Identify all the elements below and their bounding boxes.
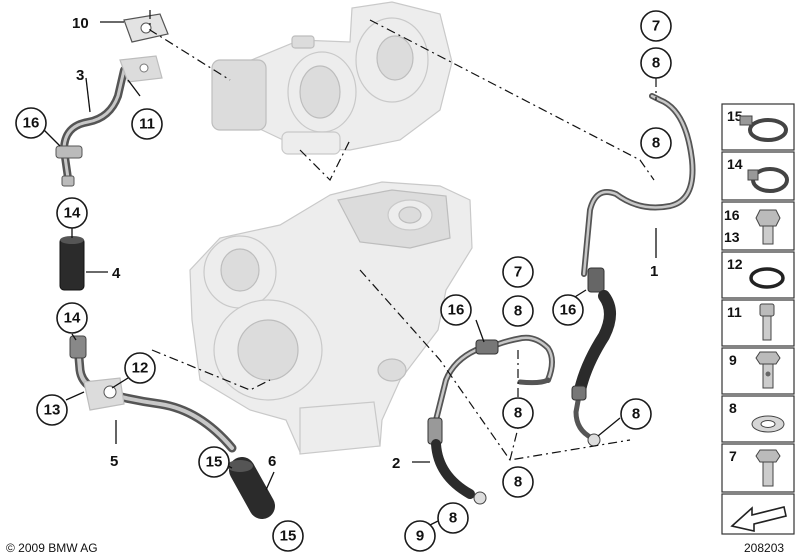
socket-screw-icon (759, 303, 775, 341)
callout-14-lower: 14 (56, 302, 88, 334)
callout-13: 13 (36, 394, 68, 426)
callout-7-top: 7 (640, 10, 672, 42)
diagram-id-text: 208203 (744, 541, 784, 555)
callout-16-right: 16 (552, 294, 584, 326)
hose-6 (227, 457, 275, 519)
legend-row-14: 14 (721, 151, 795, 201)
callout-label: 8 (449, 510, 457, 527)
callout-7-middle: 7 (502, 256, 534, 288)
upper-turbocharger-illustration (211, 1, 453, 155)
callout-label: 8 (632, 406, 640, 423)
oil-pipe-3 (55, 55, 163, 187)
legend-label: 14 (727, 156, 743, 172)
oil-pipe-2 (427, 334, 555, 505)
legend-label: 12 (727, 256, 743, 272)
o-ring-icon (749, 267, 785, 289)
hose-4 (59, 236, 85, 291)
callout-8-right: 8 (620, 398, 652, 430)
callout-8-lower: 8 (502, 466, 534, 498)
copyright-text: © 2009 BMW AG (6, 541, 98, 555)
label-part-1: 1 (650, 263, 658, 280)
callout-label: 14 (64, 310, 81, 327)
label-part-6: 6 (268, 453, 276, 470)
hollow-bolt-icon (755, 351, 781, 389)
arrow-sign-icon (730, 506, 787, 533)
callout-8-middle-upper: 8 (502, 295, 534, 327)
callout-label: 14 (64, 205, 81, 222)
assembly-dash-lines (149, 10, 657, 461)
legend-label: 13 (724, 229, 740, 245)
callout-label: 8 (514, 303, 522, 320)
callout-8-middle: 8 (502, 397, 534, 429)
callout-label: 15 (280, 528, 297, 545)
callout-label: 13 (44, 402, 61, 419)
leader-lines (43, 21, 657, 531)
callout-label: 8 (652, 55, 660, 72)
legend-label: 11 (727, 304, 742, 320)
legend-row-8: 8 (721, 395, 795, 443)
legend-label: 9 (729, 352, 737, 368)
legend-row-7: 7 (721, 443, 795, 493)
spring-clamp-icon (747, 167, 789, 193)
legend-label: 15 (727, 108, 743, 124)
callout-label: 11 (139, 116, 155, 133)
label-part-5: 5 (110, 453, 118, 470)
legend-label: 8 (729, 400, 737, 416)
hose-clamp-icon (739, 115, 788, 142)
legend-row-16-13: 16 13 (721, 201, 795, 251)
legend-label: 16 (724, 207, 740, 223)
lower-turbocharger-illustration (189, 181, 473, 455)
callout-9: 9 (404, 520, 436, 552)
callout-label: 7 (514, 264, 522, 281)
callout-label: 15 (206, 454, 223, 471)
legend-row-12: 12 (721, 251, 795, 299)
label-part-10: 10 (72, 15, 89, 32)
callout-label: 8 (514, 405, 522, 422)
oil-pipe-1 (571, 93, 696, 447)
callout-8-upper-right: 8 (640, 127, 672, 159)
callout-16-middle: 16 (440, 294, 472, 326)
gasket-10 (123, 13, 169, 43)
callout-label: 9 (416, 528, 424, 545)
callout-label: 7 (652, 18, 660, 35)
legend-row-15: 15 (721, 103, 795, 151)
callout-label: 8 (652, 135, 660, 152)
sealing-ring-icon (751, 415, 785, 433)
parts-legend: 15 14 16 13 12 (721, 103, 795, 535)
label-part-4: 4 (112, 265, 121, 282)
callout-16-left: 16 (15, 107, 47, 139)
callout-label: 16 (448, 302, 465, 319)
callout-11-upper: 11 (131, 108, 163, 140)
callout-label: 12 (132, 360, 149, 377)
label-part-3: 3 (76, 67, 84, 84)
hex-bolt-icon (755, 209, 781, 245)
callout-15-upper: 15 (198, 446, 230, 478)
legend-row-arrow (721, 493, 795, 535)
callout-label: 16 (23, 115, 40, 132)
callout-14-upper: 14 (56, 197, 88, 229)
legend-label: 7 (729, 448, 737, 464)
callout-8-top: 8 (640, 47, 672, 79)
callout-12: 12 (124, 352, 156, 384)
callout-15-lower: 15 (272, 520, 304, 552)
banjo-bolt-icon (755, 449, 781, 487)
callout-label: 8 (514, 474, 522, 491)
callout-8-bottom: 8 (437, 502, 469, 534)
oil-pipe-5 (69, 335, 237, 453)
callout-label: 16 (560, 302, 577, 319)
legend-row-11: 11 (721, 299, 795, 347)
legend-row-9: 9 (721, 347, 795, 395)
label-part-2: 2 (392, 455, 400, 472)
